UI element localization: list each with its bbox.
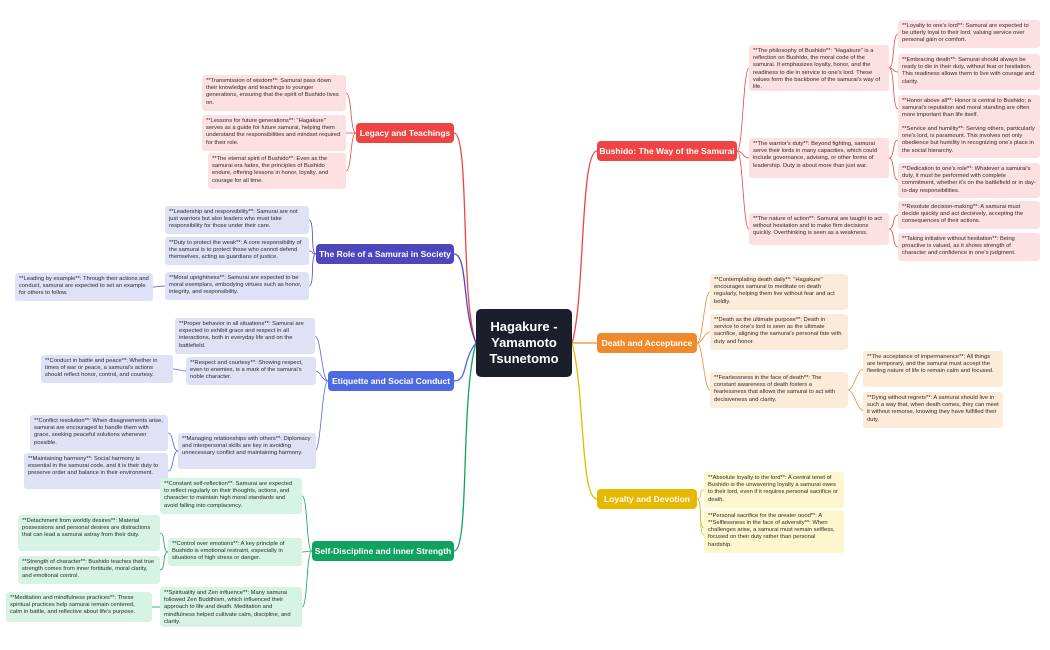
connector-line bbox=[314, 370, 329, 382]
node-transmission-wisdom[interactable]: **Transmission of wisdom**: Samurai pass… bbox=[202, 75, 346, 111]
node-resolute-decisions[interactable]: **Resolute decision-making**: A samurai … bbox=[898, 201, 1040, 229]
connector-line bbox=[888, 67, 899, 110]
connector-line bbox=[308, 219, 317, 255]
connector-line bbox=[167, 450, 179, 472]
connector-line bbox=[453, 342, 477, 382]
connector-line bbox=[696, 498, 705, 536]
connector-line bbox=[847, 368, 864, 391]
node-moral-uprightness[interactable]: **Moral uprightness**: Samurai are expec… bbox=[165, 272, 309, 300]
connector-line bbox=[308, 250, 317, 255]
connector-line bbox=[172, 368, 187, 372]
node-bushido-philosophy[interactable]: **The philosophy of Bushido**: "Hagakure… bbox=[749, 45, 889, 91]
connector-line bbox=[888, 33, 899, 69]
connector-line bbox=[696, 489, 705, 500]
node-absolute-loyalty[interactable]: **Absolute loyalty to the lord**: A cent… bbox=[704, 472, 844, 508]
central-topic[interactable]: Hagakure - Yamamoto Tsunetomo bbox=[476, 309, 572, 377]
node-impermanence[interactable]: **The acceptance of impermanence**: All … bbox=[863, 351, 1003, 387]
node-fearlessness[interactable]: **Fearlessness in the face of death**: T… bbox=[710, 372, 848, 408]
connector-line bbox=[345, 92, 357, 134]
connector-line bbox=[314, 335, 329, 382]
node-leading-by-example[interactable]: **Leading by example**: Through their ac… bbox=[15, 273, 153, 301]
connector-line bbox=[888, 157, 899, 181]
connector-line bbox=[159, 551, 169, 571]
node-managing-relationships[interactable]: **Managing relationships with others**: … bbox=[178, 433, 316, 469]
node-meditation-practices[interactable]: **Meditation and mindfulness practices**… bbox=[6, 592, 152, 622]
branch-loyalty-devotion[interactable]: Loyalty and Devotion bbox=[597, 489, 697, 509]
branch-death-acceptance[interactable]: Death and Acceptance bbox=[597, 333, 697, 353]
connector-line bbox=[888, 228, 899, 248]
node-service-humility[interactable]: **Service and humility**: Serving others… bbox=[898, 123, 1040, 158]
node-zen-influence[interactable]: **Spirituality and Zen influence**: Many… bbox=[160, 587, 302, 627]
node-respect-courtesy[interactable]: **Respect and courtesy**: Showing respec… bbox=[186, 357, 316, 385]
node-dying-without-regrets[interactable]: **Dying without regrets**: A samurai sho… bbox=[863, 392, 1003, 428]
node-contemplating-death[interactable]: **Contemplating death daily**: "Hagakure… bbox=[710, 274, 848, 310]
node-loyalty-to-lord[interactable]: **Loyalty to one's lord**: Samurai are e… bbox=[898, 20, 1040, 48]
connector-line bbox=[301, 495, 313, 552]
connector-line bbox=[571, 342, 598, 500]
connector-line bbox=[453, 132, 477, 344]
connector-line bbox=[888, 214, 899, 230]
connector-line bbox=[301, 550, 313, 553]
node-maintaining-harmony[interactable]: **Maintaining harmony**: Social harmony … bbox=[24, 453, 168, 489]
branch-bushido[interactable]: Bushido: The Way of the Samurai bbox=[597, 141, 737, 161]
node-embracing-death[interactable]: **Embracing death**: Samurai should alwa… bbox=[898, 54, 1040, 90]
connector-line bbox=[314, 380, 329, 452]
branch-self-discipline[interactable]: Self-Discipline and Inner Strength bbox=[312, 541, 454, 561]
node-honor-above-all[interactable]: **Honor above all**: Honor is central to… bbox=[898, 95, 1040, 123]
node-taking-initiative[interactable]: **Taking initiative without hesitation**… bbox=[898, 233, 1040, 261]
node-warriors-duty[interactable]: **The warrior's duty**: Beyond fighting,… bbox=[749, 138, 889, 178]
node-control-emotions[interactable]: **Control over emotions**: A key princip… bbox=[168, 538, 302, 566]
connector-line bbox=[736, 150, 750, 230]
node-proper-behavior[interactable]: **Proper behavior in all situations**: S… bbox=[175, 318, 315, 354]
node-eternal-spirit[interactable]: **The eternal spirit of Bushido**: Even … bbox=[208, 153, 346, 189]
node-lessons-future[interactable]: **Lessons for future generations**: "Hag… bbox=[202, 115, 346, 151]
node-selflessness[interactable]: **Selflessness in the face of adversity*… bbox=[704, 517, 844, 553]
connector-line bbox=[736, 150, 750, 159]
node-dedication-role[interactable]: **Dedication to one's role**: Whatever a… bbox=[898, 163, 1040, 198]
node-self-reflection[interactable]: **Constant self-reflection**: Samurai ar… bbox=[160, 478, 302, 514]
node-leadership-responsibility[interactable]: **Leadership and responsibility**: Samur… bbox=[165, 206, 309, 234]
connector-line bbox=[888, 139, 899, 159]
connector-line bbox=[167, 432, 179, 452]
node-death-purpose[interactable]: **Death as the ultimate purpose**: Death… bbox=[710, 314, 848, 350]
node-conflict-resolution[interactable]: **Conflict resolution**: When disagreeme… bbox=[30, 415, 168, 451]
branch-etiquette-conduct[interactable]: Etiquette and Social Conduct bbox=[328, 371, 454, 391]
connector-line bbox=[888, 67, 899, 73]
connector-line bbox=[308, 253, 317, 287]
connector-line bbox=[847, 389, 864, 411]
connector-line bbox=[159, 532, 169, 553]
node-strength-character[interactable]: **Strength of character**: Bushido teach… bbox=[18, 556, 160, 584]
node-detachment-desires[interactable]: **Detachment from worldly desires**: Mat… bbox=[18, 515, 160, 551]
connector-line bbox=[736, 67, 750, 152]
branch-legacy-teachings[interactable]: Legacy and Teachings bbox=[356, 123, 454, 143]
connector-line bbox=[345, 132, 357, 172]
connector-line bbox=[152, 285, 166, 288]
connector-line bbox=[453, 253, 477, 344]
node-conduct-battle-peace[interactable]: **Conduct in battle and peace**: Whether… bbox=[41, 355, 173, 383]
connector-line bbox=[301, 550, 313, 608]
connector-line bbox=[453, 342, 477, 552]
connector-line bbox=[696, 342, 711, 391]
connector-line bbox=[571, 150, 598, 344]
connector-line bbox=[696, 331, 711, 344]
branch-role-in-society[interactable]: The Role of a Samurai in Society bbox=[316, 244, 454, 264]
node-protect-weak[interactable]: **Duty to protect the weak**: A core res… bbox=[165, 237, 309, 265]
node-nature-of-action[interactable]: **The nature of action**: Samurai are ta… bbox=[749, 213, 889, 245]
connector-line bbox=[696, 291, 711, 344]
